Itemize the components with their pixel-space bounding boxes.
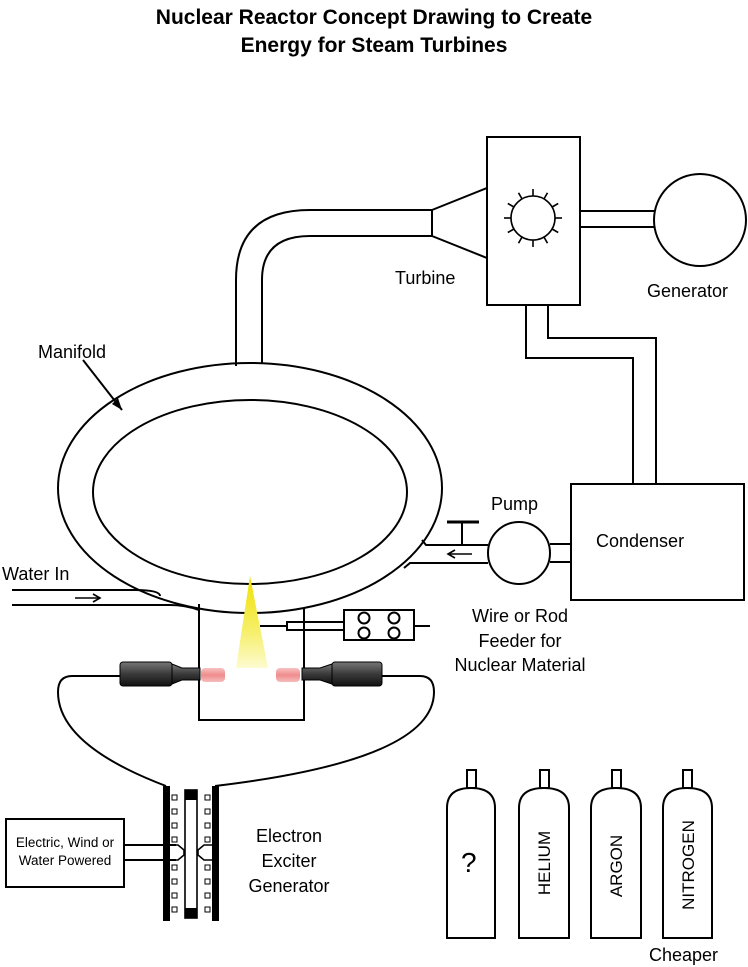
generator-circle: [653, 173, 747, 267]
steam-pipe-outer: [235, 209, 432, 366]
tank-argon-label: ARGON: [607, 835, 626, 897]
tank-unknown-label: ?: [461, 847, 477, 878]
feeder-label-line3: Nuclear Material: [454, 655, 586, 675]
feeder-label-line1: Wire or Rod: [471, 606, 569, 626]
water-in-pipe: [12, 589, 161, 597]
turbine-nozzle: [431, 186, 488, 260]
tank-nitrogen-label: NITROGEN: [679, 820, 698, 910]
exciter-label-line2: Exciter: [261, 851, 317, 871]
reactor-chamber: [198, 604, 305, 721]
turbine-rotor: [504, 189, 562, 247]
feeder-label-line2: Feeder for: [478, 631, 562, 651]
gas-tank-1: [446, 769, 496, 939]
condenser-label: Condenser: [596, 531, 685, 551]
left-electrode: [119, 661, 225, 687]
cheaper-label: Cheaper: [649, 945, 719, 965]
exciter-wire-right: [214, 675, 436, 787]
manifold-label: Manifold: [38, 342, 107, 362]
feeder-box: [343, 609, 415, 641]
exciter-generator: [163, 786, 219, 921]
power-source-line1: Electric, Wind or: [15, 835, 115, 850]
manifold-inner: [92, 399, 408, 585]
pump-label: Pump: [491, 494, 539, 514]
exciter-label-line3: Generator: [248, 876, 330, 896]
tank-helium-label: HELIUM: [535, 831, 554, 895]
diagram-title-line1: Nuclear Reactor Concept Drawing to Creat…: [155, 6, 593, 29]
condenser-box: [570, 483, 745, 601]
exhaust-pipe-outer: [525, 305, 634, 484]
generator-label: Generator: [647, 281, 729, 301]
reaction-flame: [236, 576, 268, 668]
power-source-line2: Water Powered: [18, 853, 112, 868]
exhaust-pipe-inner: [547, 305, 657, 484]
gas-tank-3: [590, 769, 642, 939]
steam-pipe-inner: [261, 235, 432, 364]
gas-tank-2: [518, 769, 570, 939]
turbine-label: Turbine: [395, 268, 456, 288]
exciter-wire-left: [56, 675, 167, 787]
turbine-box: [486, 136, 581, 306]
right-electrode: [276, 661, 383, 687]
exciter-label-line1: Electron: [255, 826, 323, 846]
gas-tank-4: [662, 769, 713, 939]
power-source-box: [5, 818, 125, 888]
diagram-title-line2: Energy for Steam Turbines: [240, 34, 508, 57]
pump-circle: [487, 521, 551, 585]
water-in-label: Water In: [2, 564, 70, 584]
